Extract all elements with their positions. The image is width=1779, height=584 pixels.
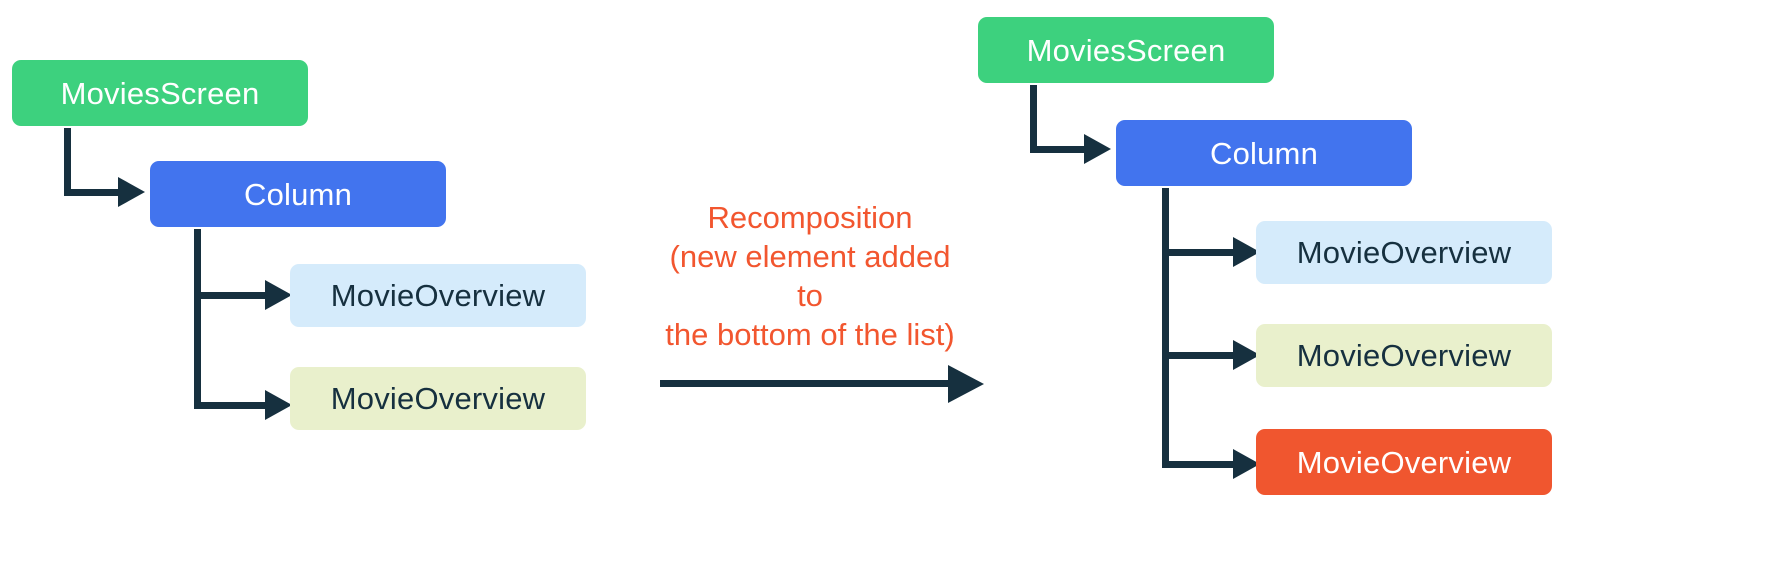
recomposition-label: Recomposition (new element added to the … bbox=[665, 200, 955, 352]
connector-branch-1-after bbox=[1162, 249, 1236, 256]
connector-movies-screen-to-column-vertical-after bbox=[1030, 85, 1037, 153]
connector-movies-screen-to-column-horizontal bbox=[64, 189, 120, 196]
arrowhead-icon-movie-overview-2-after bbox=[1233, 340, 1260, 370]
connector-column-trunk-after bbox=[1162, 188, 1169, 468]
arrowhead-icon-movie-overview-3-after bbox=[1233, 449, 1260, 479]
node-column-after[interactable]: Column bbox=[1116, 120, 1412, 186]
connector-column-trunk-before bbox=[194, 229, 201, 409]
node-movies-screen-before[interactable]: MoviesScreen bbox=[12, 60, 308, 126]
connector-branch-3-after bbox=[1162, 461, 1236, 468]
connector-branch-2-after bbox=[1162, 352, 1236, 359]
arrowhead-icon-movie-overview-1-before bbox=[265, 280, 292, 310]
transition-arrow-shaft bbox=[660, 380, 952, 387]
arrowhead-icon-column-before bbox=[118, 177, 145, 207]
node-movies-screen-after[interactable]: MoviesScreen bbox=[978, 17, 1274, 83]
arrowhead-icon-movie-overview-2-before bbox=[265, 390, 292, 420]
arrowhead-icon-movie-overview-1-after bbox=[1233, 237, 1260, 267]
node-movie-overview-1-after[interactable]: MovieOverview bbox=[1256, 221, 1552, 284]
connector-branch-1-before bbox=[194, 292, 268, 299]
connector-branch-2-before bbox=[194, 402, 268, 409]
node-movie-overview-2-before[interactable]: MovieOverview bbox=[290, 367, 586, 430]
arrowhead-icon-transition bbox=[948, 365, 984, 403]
node-column-before[interactable]: Column bbox=[150, 161, 446, 227]
node-movie-overview-1-before[interactable]: MovieOverview bbox=[290, 264, 586, 327]
node-movie-overview-3-after[interactable]: MovieOverview bbox=[1256, 429, 1552, 495]
arrowhead-icon-column-after bbox=[1084, 134, 1111, 164]
connector-movies-screen-to-column-vertical bbox=[64, 128, 71, 196]
node-movie-overview-2-after[interactable]: MovieOverview bbox=[1256, 324, 1552, 387]
connector-movies-screen-to-column-horizontal-after bbox=[1030, 146, 1086, 153]
